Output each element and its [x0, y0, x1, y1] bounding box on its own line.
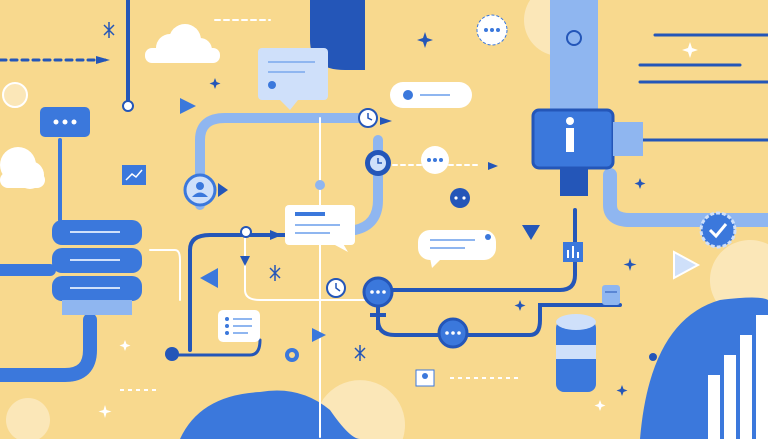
play-arrow-icon [96, 56, 540, 342]
chat-bubble-icon [418, 230, 496, 268]
asterisk-icon [103, 22, 366, 361]
hub-node [437, 317, 469, 349]
dashed-line [120, 377, 520, 391]
chart-card-icon [122, 165, 146, 185]
clock-icon [365, 150, 391, 176]
check-badge-icon [699, 211, 737, 249]
node-dot [240, 226, 252, 238]
clock-icon [358, 108, 378, 128]
node-dot [122, 100, 134, 112]
user-icon [268, 81, 276, 89]
bg-circle [6, 398, 50, 439]
top-column [550, 0, 598, 115]
info-icon [531, 108, 643, 196]
chat-bubble-icon [476, 14, 508, 46]
cloud-icon [0, 147, 45, 189]
ring-icon [566, 30, 582, 46]
list-bubble-icon [218, 310, 260, 342]
chat-bubble-icon [421, 146, 449, 174]
pipe [188, 233, 287, 352]
pipe [168, 338, 262, 357]
pipe [244, 234, 379, 301]
user-card-icon [415, 369, 435, 387]
database-cylinder-icon [602, 285, 620, 305]
cloud-icon [145, 24, 220, 63]
pipe [350, 135, 383, 235]
pipe [638, 33, 768, 84]
sparkle-icon [209, 32, 646, 396]
database-cylinder-icon [556, 314, 596, 392]
pipe [149, 249, 181, 301]
bar-chart-icon [563, 242, 583, 262]
pipe [603, 168, 768, 227]
user-icon [183, 173, 217, 207]
pipe [195, 113, 375, 210]
chat-bubble-icon [40, 107, 90, 137]
pipe [0, 313, 97, 382]
blue-hill [180, 390, 360, 439]
user-chat-bubble [390, 82, 472, 108]
cross-icon [370, 308, 386, 330]
sparkle-icon [98, 42, 698, 418]
hub-node [362, 276, 394, 308]
bar-chart-icon [708, 315, 768, 439]
node-dot [165, 347, 179, 361]
clock-icon [326, 278, 346, 298]
pipe [378, 208, 577, 292]
clock-icon [2, 82, 28, 108]
user-icon [403, 90, 413, 100]
node-dot [649, 353, 657, 361]
node-dot [315, 180, 325, 190]
play-arrow-icon [673, 250, 701, 280]
chat-bubble-icon [258, 48, 328, 110]
chat-bubble-icon [450, 188, 470, 208]
server-stack-icon [52, 220, 142, 315]
gear-icon [285, 348, 299, 362]
message-card [285, 205, 355, 252]
